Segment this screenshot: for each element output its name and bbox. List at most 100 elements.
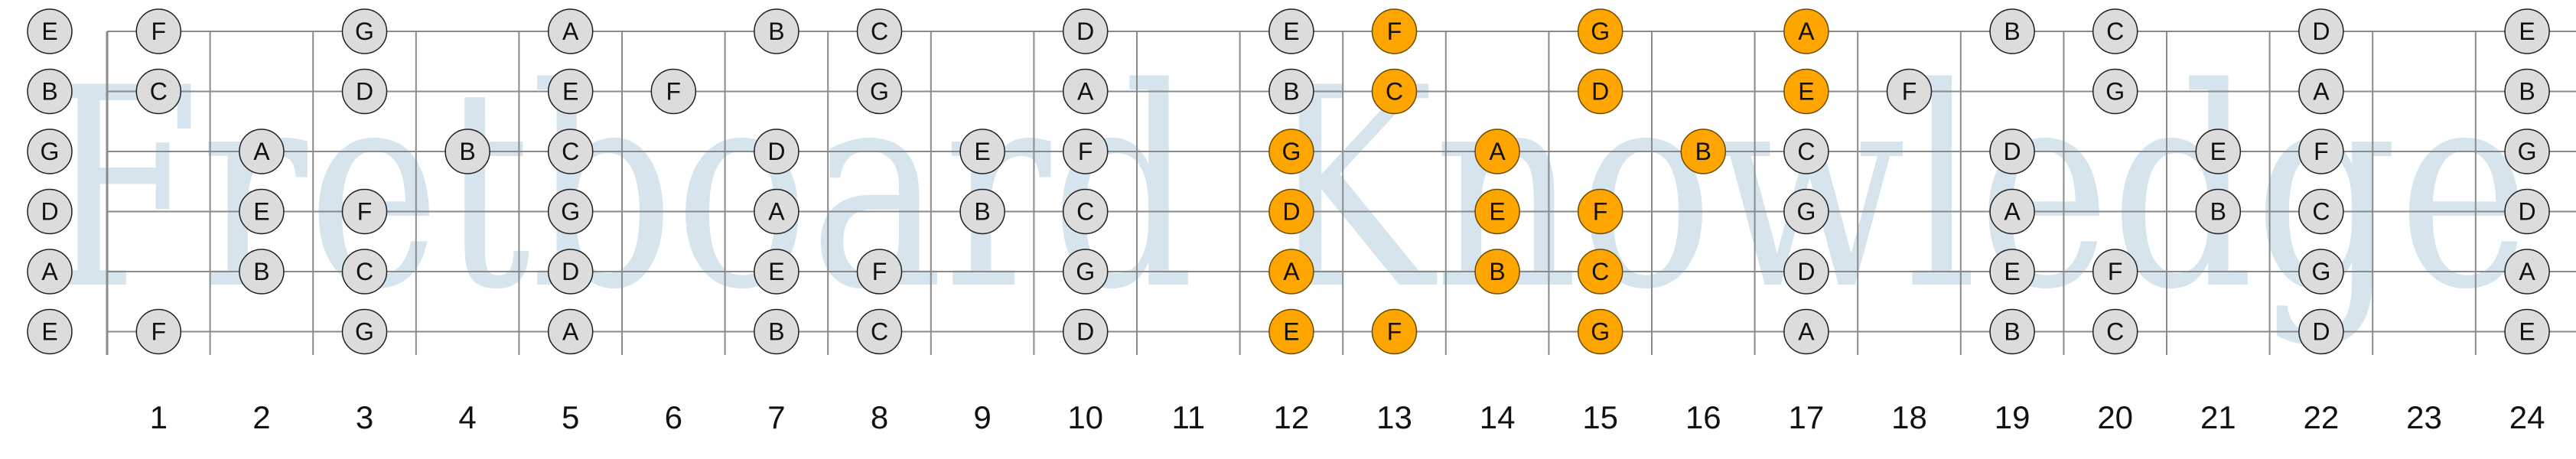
note-label: F [151,318,167,346]
fret-number-label: 20 [2097,399,2133,435]
note-label: B [2519,78,2535,106]
note-circle [1989,8,2035,54]
note-label: F [2314,138,2329,165]
note-label: A [1077,78,1094,106]
note-marker: D [1783,249,1829,295]
fret-number-label: 7 [767,399,785,435]
note-label: D [1282,198,1300,226]
note-marker: C [2298,188,2344,235]
note-circle [547,129,594,174]
note-circle [341,249,388,295]
note-circle [1371,308,1418,355]
note-marker: E [754,249,800,295]
note-label: E [253,198,269,226]
fret-number-label: 22 [2304,399,2340,435]
fretboard-grid [106,31,2576,355]
note-label: A [1798,18,1815,45]
highlighted-note-marker: G [1577,8,1623,54]
note-circle [650,68,697,115]
highlighted-note-marker: C [1577,249,1623,295]
note-marker: B [754,8,800,54]
note-circle [1268,249,1314,295]
note-label: C [1591,258,1609,285]
note-label: B [2004,318,2020,346]
note-circle [1783,8,1829,54]
note-marker: F [2298,129,2344,174]
note-label: F [666,78,682,106]
note-marker: E [1268,8,1314,54]
note-circle [1474,249,1520,295]
note-marker: D [341,68,388,115]
note-circle [27,188,73,235]
fret-number-label: 16 [1685,399,1721,435]
note-label: D [1076,18,1094,45]
note-marker: C [2092,8,2138,54]
note-circle [2504,68,2550,115]
fret-number-label: 19 [1995,399,2031,435]
highlighted-note-marker: B [1474,249,1520,295]
note-label: G [2518,138,2537,165]
fret-number-label: 13 [1376,399,1412,435]
note-label: G [870,78,889,106]
note-circle [1268,308,1314,355]
highlighted-note-marker: D [1268,188,1314,235]
note-marker: E [547,68,594,115]
note-circle [1062,249,1109,295]
note-marker: D [1989,129,2035,174]
note-circle [754,129,800,174]
note-marker: E [239,188,285,235]
note-circle [1577,8,1623,54]
note-circle [1577,308,1623,355]
note-label: A [2519,258,2535,285]
note-label: G [41,138,60,165]
note-circle [341,8,388,54]
note-marker: D [1062,308,1109,355]
note-marker: B [2195,188,2242,235]
note-label: C [1076,198,1094,226]
note-label: B [1695,138,1711,165]
note-label: E [2519,18,2535,45]
note-marker: G [2092,68,2138,115]
fret-number-label: 15 [1582,399,1618,435]
highlighted-note-marker: B [1680,129,1727,174]
note-marker: C [1062,188,1109,235]
note-label: D [1076,318,1094,346]
note-label: A [41,258,58,285]
note-circle [2092,8,2138,54]
note-marker: C [547,129,594,174]
highlighted-note-marker: E [1268,308,1314,355]
note-circle [856,308,903,355]
note-label: B [2004,18,2020,45]
note-circle [2504,129,2550,174]
note-marker: B [239,249,285,295]
note-circle [1989,308,2035,355]
fret-number-label: 24 [2509,399,2545,435]
note-circle [2092,249,2138,295]
note-label: E [1489,198,1505,226]
note-marker: E [2195,129,2242,174]
note-marker: G [547,188,594,235]
note-marker: D [1062,8,1109,54]
note-circle [856,249,903,295]
note-circle [1783,308,1829,355]
note-circle [2504,249,2550,295]
note-marker: C [341,249,388,295]
note-label: E [974,138,990,165]
note-label: F [2108,258,2123,285]
highlighted-note-marker: D [1577,68,1623,115]
note-label: D [2519,198,2536,226]
note-marker: G [341,308,388,355]
note-circle [754,188,800,235]
highlighted-note-marker: A [1474,129,1520,174]
note-circle [547,308,594,355]
note-label: C [562,138,579,165]
fret-number-label: 5 [562,399,579,435]
note-marker: B [2504,68,2550,115]
note-marker: G [1783,188,1829,235]
note-marker: E [1989,249,2035,295]
note-circle [1783,129,1829,174]
note-circle [1371,8,1418,54]
note-marker: F [341,188,388,235]
note-label: B [41,78,57,106]
note-label: A [768,198,785,226]
